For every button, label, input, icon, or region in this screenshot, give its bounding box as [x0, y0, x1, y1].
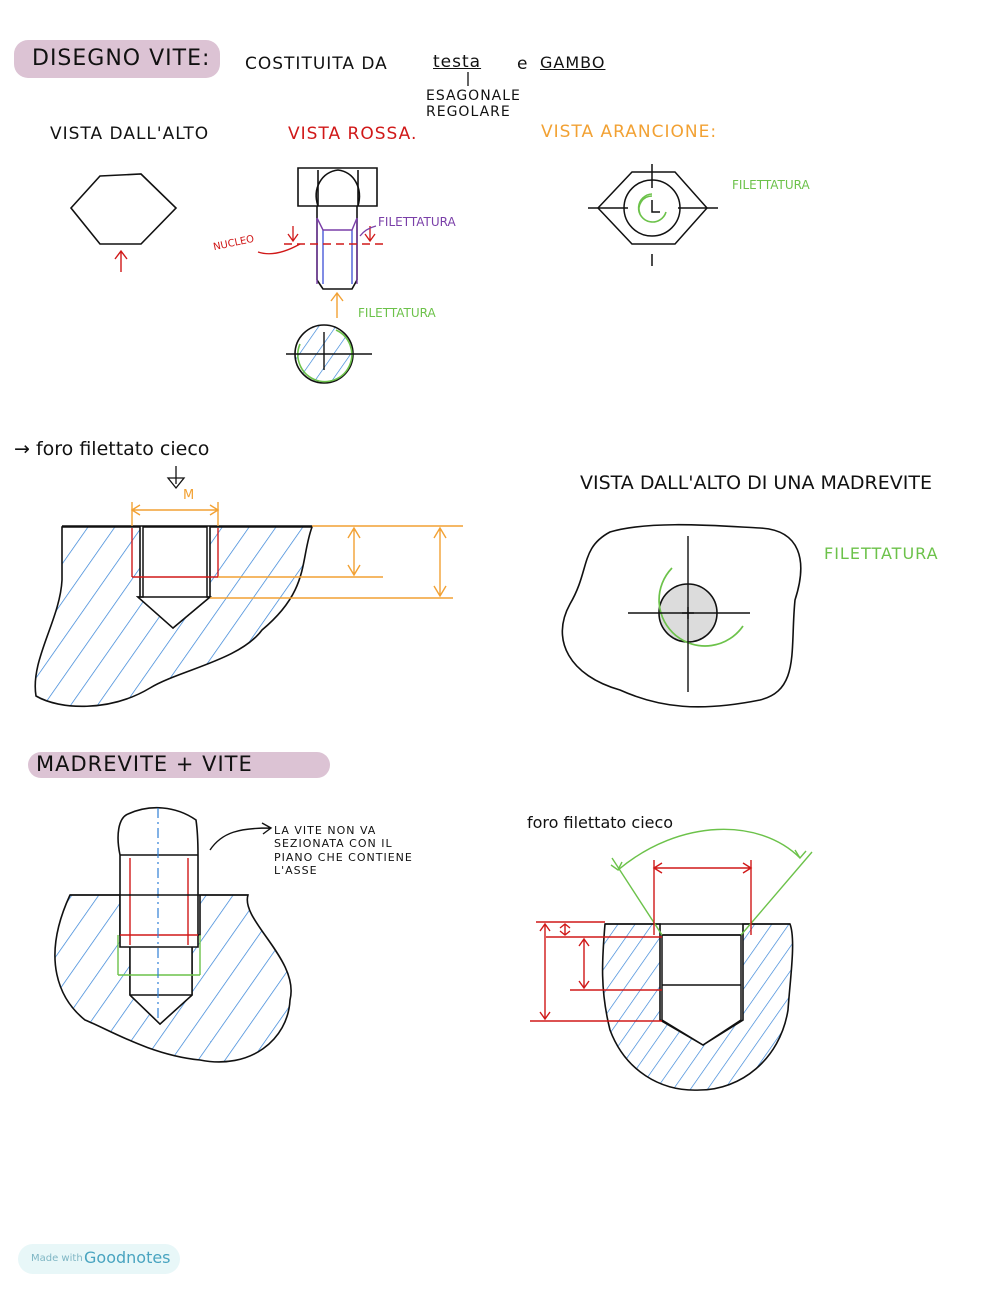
view-red-label: VISTA ROSSA.	[288, 124, 418, 144]
purple-leader	[359, 225, 377, 237]
screw-thread-lines	[322, 230, 353, 284]
head-note-2: REGOLARE	[426, 104, 511, 120]
annotation-line-1: LA VITE NON VA	[274, 824, 377, 837]
label-filettatura-green-2: FILETTATURA	[358, 306, 436, 320]
nut-outline	[561, 523, 802, 708]
hole-arrow-down	[166, 466, 186, 490]
red-nucleo-leader	[257, 226, 376, 255]
annotation-arrow	[209, 822, 273, 851]
page-title: DISEGNO VITE:	[32, 46, 211, 71]
dimension-m: M	[183, 488, 196, 503]
screw-chamfer	[316, 217, 358, 284]
view-top-label: VISTA DALL'ALTO	[50, 124, 210, 144]
orange-arrow-up	[330, 291, 344, 318]
label-filettatura-purple: FILETTATURA	[378, 215, 456, 229]
hex-thread-arc	[637, 193, 667, 223]
blind-hole-title: foro filettato cieco	[527, 813, 674, 832]
hex-end-view	[588, 164, 718, 266]
title2-highlight	[28, 752, 330, 778]
head-note-1: ESAGONALE	[426, 88, 521, 104]
assembly-body	[54, 894, 292, 1063]
title-shank: GAMBO	[540, 53, 606, 72]
hole-orange-dimensions	[130, 502, 463, 599]
annotation-line-3: PIANO CHE CONTIENE	[274, 851, 413, 864]
label-filettatura-green-1: FILETTATURA	[732, 178, 810, 192]
badge-brand: Goodnotes	[84, 1248, 171, 1267]
nut-view-title: VISTA DALL'ALTO DI UNA MADREVITE	[580, 472, 932, 494]
assembly-red-lines	[120, 858, 198, 945]
view-orange-label: VISTA ARANCIONE:	[541, 122, 718, 142]
title-and: e	[517, 54, 529, 74]
blind-hole-green-lines	[610, 828, 813, 936]
title-head: testa	[433, 52, 482, 72]
hexagon-top-view	[69, 173, 178, 245]
goodnotes-badge: Made with Goodnotes	[18, 1244, 180, 1274]
annotation-line-4: L'ASSE	[274, 864, 318, 877]
badge-made-with: Made with	[31, 1253, 83, 1264]
blind-hole-red-dimensions	[530, 860, 753, 1022]
screw-side-view	[297, 167, 378, 290]
shank-thread-arc	[297, 329, 353, 383]
assembly-green-lines	[117, 935, 201, 976]
nut-thread-arc	[658, 567, 744, 647]
annotation-line-2: SEZIONATA CON IL	[274, 837, 393, 850]
section-title-madrevite: MADREVITE + VITE	[36, 752, 253, 776]
hole-section-body	[34, 526, 314, 708]
red-arrow-up	[114, 249, 128, 272]
label-filettatura-green-3: FILETTATURA	[824, 544, 939, 563]
title-desc: COSTITUITA DA	[245, 54, 388, 74]
blind-hole-body	[601, 923, 794, 1091]
section-title-foro: → foro filettato cieco	[14, 438, 210, 460]
hole-red-thread	[131, 528, 219, 578]
title-highlight	[14, 40, 220, 78]
